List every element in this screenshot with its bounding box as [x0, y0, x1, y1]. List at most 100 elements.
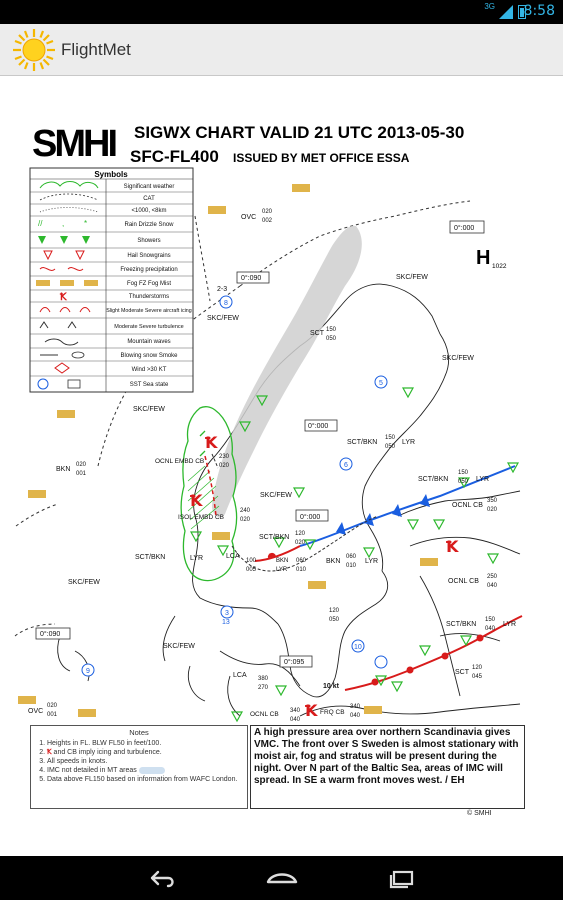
snow-icon: *	[84, 219, 87, 228]
svg-text:340: 340	[350, 704, 361, 710]
legend-icons: // , * Ꝁ	[36, 181, 99, 390]
svg-text:002: 002	[262, 218, 273, 224]
note-item: IMC not detailed in MT areas	[47, 766, 243, 775]
mountain-waves-icon	[44, 338, 79, 346]
svg-text:120: 120	[472, 665, 483, 671]
svg-text:SKC/FEW: SKC/FEW	[133, 406, 165, 413]
svg-text:020: 020	[76, 462, 87, 468]
svg-text:040: 040	[350, 713, 361, 719]
svg-text:0°:090: 0°:090	[40, 630, 60, 638]
svg-text:9: 9	[86, 668, 90, 675]
svg-text:380: 380	[258, 676, 269, 682]
sigwx-chart-view[interactable]: SMHI SIGWX CHART VALID 21 UTC 2013-05-30…	[0, 76, 563, 856]
svg-text:150: 150	[458, 470, 469, 476]
snowgrains-icon	[75, 250, 85, 261]
hail-icon	[43, 250, 53, 261]
svg-text:0°:000: 0°:000	[308, 422, 328, 430]
thunderstorm-icon: Ꝁ	[59, 292, 68, 303]
legend-row: Thunderstorms	[129, 294, 169, 300]
svg-text:BKN: BKN	[56, 466, 70, 473]
chart-labels: OVC 020 002 0°:000 0°:090 2-3 8 SKC/FEW …	[28, 209, 516, 723]
app-title: FlightMet	[61, 40, 131, 59]
fog-markers	[18, 184, 438, 717]
back-icon[interactable]	[142, 864, 182, 892]
svg-text:10 kt: 10 kt	[323, 683, 340, 690]
svg-text:040: 040	[487, 583, 498, 589]
svg-text:060: 060	[296, 558, 307, 564]
note-item: Ꝁ and CB imply icing and turbulence.	[47, 748, 243, 757]
svg-text:040: 040	[290, 717, 301, 723]
svg-text:250: 250	[487, 574, 498, 580]
svg-text:0°:000: 0°:000	[454, 224, 474, 232]
legend-row: Mountain waves	[127, 339, 170, 345]
legend-row: Wind >30 KT	[132, 367, 167, 373]
svg-text:040: 040	[485, 626, 496, 632]
svg-text:SKC/FEW: SKC/FEW	[207, 315, 239, 322]
navigation-bar	[0, 856, 563, 900]
action-bar: FlightMet	[0, 24, 563, 76]
legend-heading: Symbols	[94, 170, 128, 179]
svg-text:SCT/BKN: SCT/BKN	[135, 554, 165, 561]
recents-icon[interactable]	[382, 864, 422, 892]
trough-line	[211, 453, 379, 572]
sea-state-circles	[81, 295, 388, 677]
wind-icon	[54, 362, 70, 374]
svg-text:8: 8	[224, 300, 228, 307]
legend-row: Rain Drizzle Snow	[124, 222, 174, 228]
svg-text:020: 020	[47, 703, 58, 709]
svg-text:SCT: SCT	[310, 330, 325, 337]
svg-text:050: 050	[329, 617, 340, 623]
svg-text:050: 050	[458, 479, 469, 485]
legend-row: <1000, <8km	[131, 208, 166, 214]
svg-text:050: 050	[326, 336, 337, 342]
legend-row: Freezing precipitation	[120, 267, 177, 273]
svg-text:Ꝁ: Ꝁ	[446, 537, 459, 556]
svg-text:Ꝁ: Ꝁ	[205, 433, 218, 452]
svg-text:13: 13	[222, 619, 230, 626]
svg-text:OCNL EMBD CB: OCNL EMBD CB	[155, 458, 204, 465]
svg-text:120: 120	[295, 531, 306, 537]
svg-text:020: 020	[295, 540, 306, 546]
svg-text:0°:095: 0°:095	[284, 658, 304, 666]
svg-text:OCNL CB: OCNL CB	[452, 502, 483, 509]
svg-text:010: 010	[346, 563, 357, 569]
svg-text:150: 150	[326, 327, 337, 333]
svg-text:SCT/BKN: SCT/BKN	[446, 621, 476, 628]
svg-text:BKN: BKN	[326, 558, 340, 565]
svg-text:LCA: LCA	[233, 672, 247, 679]
svg-text:240: 240	[240, 508, 251, 514]
svg-text:Ꝁ: Ꝁ	[305, 701, 318, 720]
fz-fog-icon	[60, 280, 74, 286]
svg-text:005: 005	[246, 567, 257, 573]
svg-text:LYR: LYR	[276, 567, 288, 573]
svg-text:SKC/FEW: SKC/FEW	[442, 355, 474, 362]
high-pressure-value: 1022	[492, 263, 507, 270]
forecast-remark: A high pressure area over northern Scand…	[250, 725, 525, 809]
legend-row: Moderate Severe turbulence	[114, 324, 183, 330]
chart-subtitle-issued: ISSUED BY MET OFFICE ESSA	[233, 151, 410, 165]
svg-text:LYR: LYR	[503, 621, 516, 628]
svg-text:001: 001	[76, 471, 87, 477]
signal-icon	[499, 5, 513, 19]
svg-text:045: 045	[472, 674, 483, 680]
home-icon[interactable]	[262, 864, 302, 892]
svg-text:OCNL CB: OCNL CB	[448, 578, 479, 585]
legend-row: CAT	[143, 196, 155, 202]
svg-text:350: 350	[487, 498, 498, 504]
chart-title: SIGWX CHART VALID 21 UTC 2013-05-30	[134, 123, 464, 142]
svg-text:OCNL CB: OCNL CB	[250, 711, 279, 718]
sun-icon[interactable]	[12, 28, 56, 72]
fog-icon	[36, 280, 50, 286]
svg-text:060: 060	[346, 554, 357, 560]
svg-text:LYR: LYR	[402, 439, 415, 446]
svg-text:5: 5	[379, 380, 383, 387]
red-dashed-line	[204, 455, 217, 517]
mist-icon	[84, 280, 98, 286]
legend-row: Fog FZ Fog Mist	[127, 281, 171, 287]
svg-text:SCT/BKN: SCT/BKN	[347, 439, 377, 446]
network-type: 3G	[484, 2, 495, 11]
svg-text:SCT: SCT	[455, 669, 470, 676]
legend-row: SST Sea state	[130, 382, 169, 388]
svg-text:020: 020	[219, 463, 230, 469]
svg-text:6: 6	[344, 462, 348, 469]
